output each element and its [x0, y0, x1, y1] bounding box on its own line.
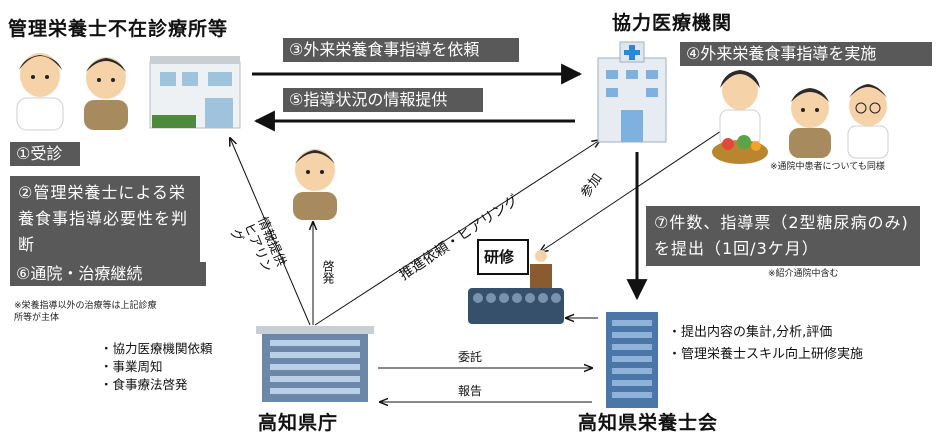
prefecture-item-1: ・協力医療機関依頼	[100, 341, 213, 356]
commission-label: 委託	[458, 350, 483, 364]
association-item-2: ・管理栄養士スキル向上研修実施	[668, 347, 864, 362]
association-item-1: ・提出内容の集計,分析,評価	[668, 325, 833, 340]
association-title: 高知県栄養士会	[578, 412, 719, 434]
hospital-note: ※通院中患者についても同様	[770, 162, 885, 172]
info-label: ⑤指導状況の情報提供	[283, 88, 483, 112]
training-illustration	[468, 239, 564, 324]
step-2-label: ②管理栄養士による栄養食事指導必要性を判断	[10, 176, 200, 262]
patient-illustration-2	[789, 88, 831, 158]
hospital-title: 協力医療機関	[612, 12, 733, 34]
doctor-illustration-2	[847, 84, 889, 159]
clinic-building-illustration	[149, 56, 241, 129]
report-box: ⑦件数、指導票（2型糖尿病のみ)を提出（1回/3ケ月）	[646, 206, 920, 266]
dietitian-illustration	[712, 70, 768, 164]
clinic-title: 管理栄養士不在診療所等	[8, 18, 229, 40]
request-label: ③外来栄養食事指導を依頼	[283, 38, 519, 62]
prefecture-building-illustration	[256, 326, 374, 402]
step-1-label: ①受診	[10, 142, 80, 166]
prefecture-items: ・協力医療機関依頼 ・事業周知 ・食事療法啓発	[100, 340, 213, 394]
prefecture-item-3: ・食事療法啓発	[100, 377, 188, 392]
arrow-participation	[540, 124, 731, 252]
training-label: 研修	[484, 248, 515, 266]
association-building-illustration	[606, 312, 658, 408]
report-label: 報告	[458, 384, 483, 398]
report-note: ※紹介通院中含む	[768, 269, 839, 279]
enlighten-label: 啓発	[321, 260, 335, 284]
doctor-illustration	[16, 53, 64, 131]
hospital-action-label: ④外来栄養食事指導を実施	[680, 42, 932, 66]
step-6-label: ⑥通院・治療継続	[10, 262, 206, 286]
arrow-recommend	[314, 140, 600, 326]
arrow-info-hearing	[230, 138, 311, 326]
prefecture-item-2: ・事業周知	[100, 359, 163, 374]
prefecture-title: 高知県庁	[258, 412, 339, 434]
patient-illustration-1	[84, 57, 128, 130]
citizen-illustration	[293, 149, 337, 220]
association-items: ・提出内容の集計,分析,評価 ・管理栄養士スキル向上研修実施	[668, 322, 863, 366]
hospital-building-illustration	[597, 41, 667, 143]
clinic-note: ※栄養指導以外の治療等は上記診療所等が主体	[14, 301, 157, 323]
